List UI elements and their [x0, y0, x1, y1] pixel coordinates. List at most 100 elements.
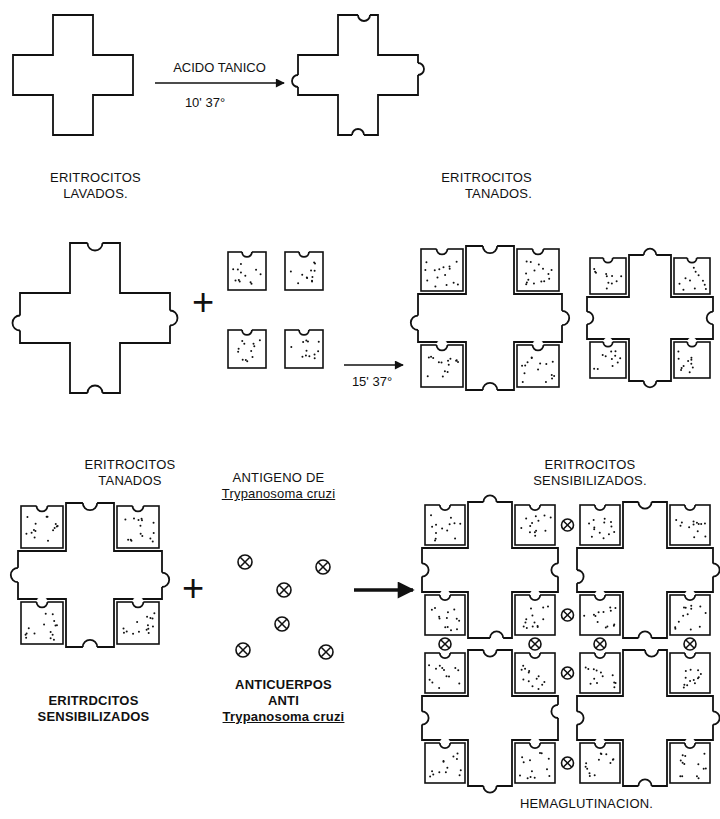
antigen-stipple: [542, 607, 544, 609]
antigen-stipple: [430, 514, 432, 516]
erythrocyte-outline: [13, 15, 133, 135]
antigen-stipple: [314, 353, 316, 355]
antigen-particle: [674, 258, 710, 294]
antigen-stipple: [26, 516, 28, 518]
outline-gap: [412, 63, 424, 75]
antigen-stipple: [527, 777, 529, 779]
antigen-stipple: [603, 537, 605, 539]
antigen-notch: [37, 602, 48, 607]
antigen-stipple: [141, 518, 143, 520]
antigen-stipple: [521, 365, 523, 367]
antigen-notch: [440, 595, 450, 600]
antigen-particle: [425, 505, 465, 545]
tannin-notch: [422, 711, 429, 724]
antigen-stipple: [603, 522, 605, 524]
antigen-stipple: [593, 527, 595, 529]
reaction-arrow: [155, 82, 284, 84]
antigen-stipple: [677, 350, 679, 352]
antigen-stipple: [141, 535, 143, 537]
antigen-stipple: [240, 263, 242, 265]
antibody-group: [236, 555, 333, 659]
antigen-stipple: [232, 268, 234, 270]
antigen-stipple: [46, 516, 48, 518]
antigen-stipple: [438, 361, 440, 363]
antigen-stipple: [683, 684, 685, 686]
antigen-stipple: [593, 368, 595, 370]
antigen-stipple: [678, 621, 680, 623]
antigen-stipple: [458, 683, 460, 685]
antigen-stipple: [693, 523, 695, 525]
antigen-stipple: [689, 280, 691, 282]
antigen-stipple: [153, 522, 155, 524]
antigen-stipple: [301, 274, 303, 276]
antigen-stipple: [314, 357, 316, 359]
antigen-stipple: [434, 285, 436, 287]
antigen-particle: [421, 249, 463, 291]
antigen-stipple: [442, 266, 444, 268]
outline-gap: [685, 500, 695, 510]
antigen-stipple: [605, 627, 607, 629]
antigen-stipple: [458, 620, 460, 622]
antigen-stipple: [307, 341, 309, 343]
antigen-stipple: [149, 538, 151, 540]
antigen-stipple: [610, 521, 612, 523]
antigen-stipple: [50, 631, 52, 633]
antigen-stipple: [533, 270, 535, 272]
antigen-stipple: [244, 275, 246, 277]
antigen-stipple: [704, 284, 706, 286]
antigen-stipple: [684, 277, 686, 279]
antigen-stipple: [599, 532, 601, 534]
erythrocyte-outline: [422, 502, 558, 638]
antigen-stipple: [439, 665, 441, 667]
antigen-notch: [603, 258, 612, 263]
outline-gap: [415, 711, 428, 724]
antigen-notch: [603, 342, 612, 347]
antigen-stipple: [533, 621, 535, 623]
outline-gap: [530, 590, 540, 600]
antigen-stipple: [700, 673, 702, 675]
antibody-cross: [238, 645, 248, 655]
antigen-stipple: [681, 775, 683, 777]
antigen-stipple: [694, 288, 696, 290]
antigen-stipple: [696, 522, 698, 524]
antigen-stipple: [35, 523, 37, 525]
antigen-stipple: [435, 538, 437, 540]
antigen-stipple: [680, 525, 682, 527]
outline-gap: [530, 500, 540, 510]
antigen-stipple: [443, 669, 445, 671]
antigen-stipple: [245, 359, 247, 361]
antigen-stipple: [250, 350, 252, 352]
antigen-stipple: [687, 360, 689, 362]
antigen-stipple: [137, 519, 139, 521]
antibody-symbol: [562, 609, 574, 621]
antigen-stipple: [453, 282, 455, 284]
antigen-stipple: [693, 536, 695, 538]
antigen-stipple: [522, 381, 524, 383]
outline-gap: [570, 711, 583, 724]
antigen-stipple: [133, 518, 135, 520]
antibody-cross: [277, 619, 287, 629]
antigen-stipple: [290, 346, 292, 348]
antigen-stipple: [434, 269, 436, 271]
antigen-stipple: [457, 361, 459, 363]
caption-block: ERITROCITOS LAVADOS.: [8, 170, 153, 202]
outline-gap: [490, 631, 503, 644]
antibody-cross: [321, 647, 331, 657]
antigen-stipple: [613, 686, 615, 688]
antigen-stipple: [680, 369, 682, 371]
erythrocyte-outline: [577, 650, 713, 786]
outline-gap: [603, 253, 612, 262]
outline-gap: [533, 244, 544, 255]
antigen-stipple: [447, 611, 449, 613]
outline-gap: [242, 247, 252, 257]
antigen-stipple: [525, 518, 527, 520]
antigen-stipple: [684, 755, 686, 757]
plus-sign: +: [180, 569, 206, 607]
antigen-particle: [515, 505, 555, 545]
antigen-stipple: [614, 355, 616, 357]
antigen-stipple: [428, 664, 430, 666]
antigen-stipple: [146, 629, 148, 631]
antigen-stipple: [519, 775, 521, 777]
antigen-stipple: [435, 524, 437, 526]
